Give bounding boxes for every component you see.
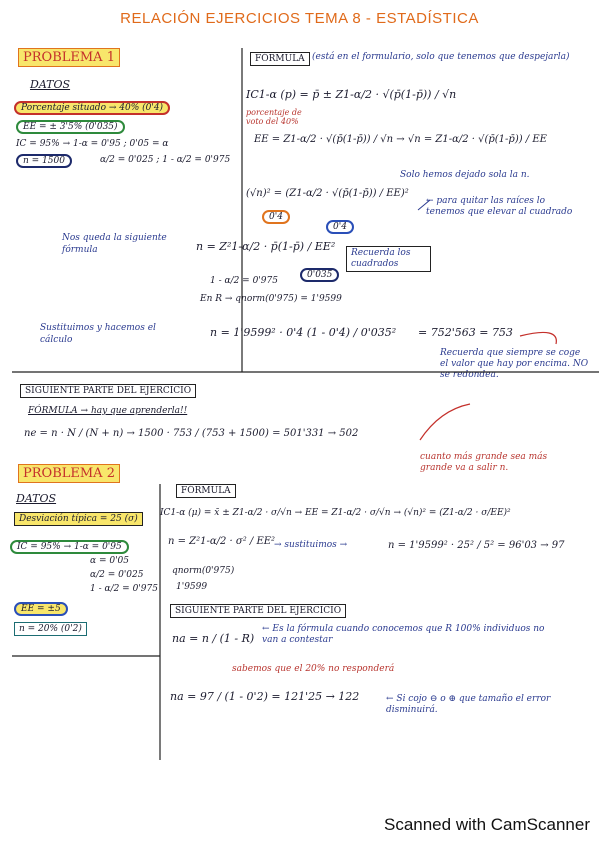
siguiente-parte-2: SIGUIENTE PARTE DEL EJERCICIO — [170, 604, 347, 618]
formula-squared: (√n)² = (Z1-α/2 · √(p̄(1-p̄)) / EE)² — [246, 188, 409, 199]
datos-label-2: DATOS — [16, 492, 57, 505]
data-alpha-half-2: α/2 = 0'025 — [90, 570, 144, 580]
qnorm-label: qnorm(0'975) — [172, 566, 235, 576]
sustituimos-2: → sustituimos → — [274, 540, 348, 550]
formula-n-mean: n = Z²1-α/2 · σ² / EE² — [168, 536, 276, 547]
formula-label-2: FÓRMULA — [176, 484, 236, 498]
z-value-2: En R → qnorm(0'975) = 1'9599 — [200, 294, 342, 304]
na-note: ← Es la fórmula cuando conocemos que R 1… — [262, 624, 545, 645]
ne-note: cuanto más grande sea más grande va a sa… — [420, 452, 548, 473]
qnorm-value: 1'9599 — [176, 582, 208, 592]
data-alpha-2: α = 0'05 — [90, 556, 129, 566]
tag-ee: 0'035 — [300, 268, 340, 282]
z-value-1: 1 - α/2 = 0'975 — [210, 276, 278, 286]
problem-2-heading: PROBLEMA 2 — [18, 464, 120, 483]
data-ee-2: EE = ±5 — [14, 602, 68, 616]
formula-na: na = n / (1 - R) — [172, 632, 255, 645]
data-ic-2: IC = 95% → 1-α = 0'95 — [10, 540, 129, 554]
na-note-2: ← Si cojo ⊖ o ⊕ que tamaño el error dism… — [386, 694, 551, 715]
tag-p: 0'4 — [262, 210, 290, 224]
calc-result-1: = 752'563 = 753 — [418, 326, 513, 339]
sustituimos-note: Sustituimos y hacemos el cálculo — [40, 323, 156, 345]
formula-ic-note: porcentaje de voto del 40% — [246, 108, 302, 126]
calc-n-2: n = 1'9599² · 25² / 5² = 96'03 → 97 — [388, 540, 565, 551]
calc-ne: ne = n · N / (N + n) → 1500 · 753 / (753… — [24, 428, 359, 439]
formula-label-1: FÓRMULA — [250, 52, 310, 66]
calc-note-1: Recuerda que siempre se coge el valor qu… — [440, 348, 589, 380]
camscanner-footer: Scanned with CamScanner — [383, 815, 590, 834]
recuerda-cuadrados: Recuerda los cuadrados — [346, 246, 431, 272]
tag-p2: 0'4 — [326, 220, 354, 234]
formula-ic-proportion: IC1-α (p) = p̄ ± Z1-α/2 · √(p̄(1-p̄)) / … — [246, 88, 457, 101]
data-alpha-half: α/2 = 0'025 ; 1 - α/2 = 0'975 — [100, 155, 231, 165]
calc-n-1: n = 1'9599² · 0'4 (1 - 0'4) / 0'035² — [210, 326, 397, 339]
data-ee: EE = ± 3'5% (0'035) — [16, 120, 125, 134]
formula-note-1: (está en el formulario, solo que tenemos… — [312, 52, 570, 62]
formula-ic-mean: IC1-α (μ) = x̄ ± Z1-α/2 · σ/√n → EE = Z1… — [160, 508, 511, 518]
problem-1-heading: PROBLEMA 1 — [18, 48, 120, 67]
siguiente-parte-1: SIGUIENTE PARTE DEL EJERCICIO — [20, 384, 197, 398]
formula-ee: EE = Z1-α/2 · √(p̄(1-p̄)) / √n → √n = Z1… — [254, 134, 547, 145]
formula-aprender: FÓRMULA → hay que aprenderla!! — [28, 406, 188, 416]
data-n-2: n = 20% (0'2) — [14, 622, 87, 636]
data-desviacion: Desviación típica = 25 (σ) — [14, 512, 143, 526]
data-ic: IC = 95% → 1-α = 0'95 ; 0'05 = α — [16, 139, 169, 149]
formula-n-proportion: n = Z²1-α/2 · p̄(1-p̄) / EE² — [196, 240, 336, 253]
sabemos-note: sabemos que el 20% no responderá — [232, 664, 395, 674]
data-n: n = 1500 — [16, 154, 72, 168]
formula-ee-note: Solo hemos dejado sola la n. — [400, 170, 530, 180]
data-one-minus-alpha-2: 1 - α/2 = 0'975 — [90, 584, 158, 594]
datos-label-1: DATOS — [30, 78, 71, 91]
queda-note: Nos queda la siguiente fórmula — [62, 233, 167, 255]
formula-squared-note: ← para quitar las raíces lo tenemos que … — [426, 196, 573, 217]
page-title: RELACIÓN EJERCICIOS TEMA 8 - ESTADÍSTICA — [120, 10, 479, 27]
calc-na: na = 97 / (1 - 0'2) = 121'25 → 122 — [170, 690, 360, 703]
data-percentage: Porcentaje situado → 40% (0'4) — [14, 101, 171, 115]
